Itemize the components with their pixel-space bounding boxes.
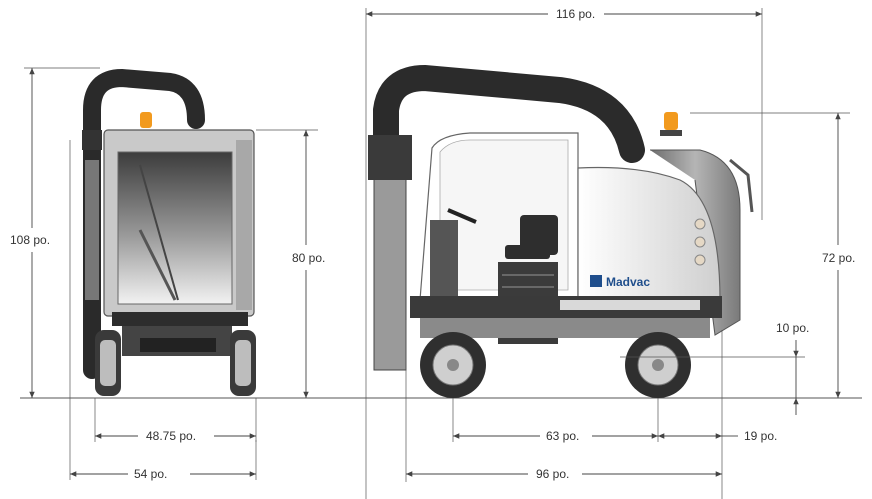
front-beacon <box>140 112 152 128</box>
dim-side-clearance: 10 po. <box>620 321 809 415</box>
side-wheel-front <box>420 332 486 398</box>
brand-name: Madvac <box>606 275 650 289</box>
side-wheel-rear <box>625 332 691 398</box>
dim-front-height: 108 po. <box>10 67 100 398</box>
side-steering-wheel <box>447 208 477 224</box>
dim-side-base: 96 po. <box>405 320 722 482</box>
brand-logo-icon <box>590 275 602 287</box>
side-intake-hose <box>373 64 645 163</box>
dim-side-overhang: 19 po. <box>658 330 777 499</box>
dim-label-side-base: 96 po. <box>536 467 569 481</box>
front-chassis <box>112 312 248 326</box>
dim-side-length: 116 po. <box>365 7 763 499</box>
dim-side-wheelbase: 63 po. <box>452 398 659 443</box>
front-view-vehicle <box>82 68 256 396</box>
dim-label-front-height: 108 po. <box>10 233 50 247</box>
dim-front-cab-height: 80 po. <box>256 129 325 398</box>
side-hood <box>577 166 721 301</box>
dim-front-track: 48.75 po. <box>94 398 257 443</box>
dim-label-front-width: 54 po. <box>134 467 167 481</box>
side-view-vehicle: Madvac <box>368 64 754 398</box>
dim-label-side-height: 72 po. <box>822 251 855 265</box>
dim-label-side-wheelbase: 63 po. <box>546 429 579 443</box>
dim-label-front-cab-height: 80 po. <box>292 251 325 265</box>
side-front-hose <box>373 147 407 371</box>
dim-label-side-overhang: 19 po. <box>744 429 777 443</box>
side-beacon <box>664 112 678 130</box>
front-intake-hose <box>83 68 205 379</box>
dim-front-width: 54 po. <box>69 140 257 481</box>
dim-label-side-length: 116 po. <box>556 7 595 21</box>
front-wiper <box>139 164 179 301</box>
front-windshield <box>117 151 233 305</box>
dim-label-side-clearance: 10 po. <box>776 321 809 335</box>
dim-label-front-track: 48.75 po. <box>146 429 196 443</box>
dim-side-height: 72 po. <box>690 112 855 398</box>
